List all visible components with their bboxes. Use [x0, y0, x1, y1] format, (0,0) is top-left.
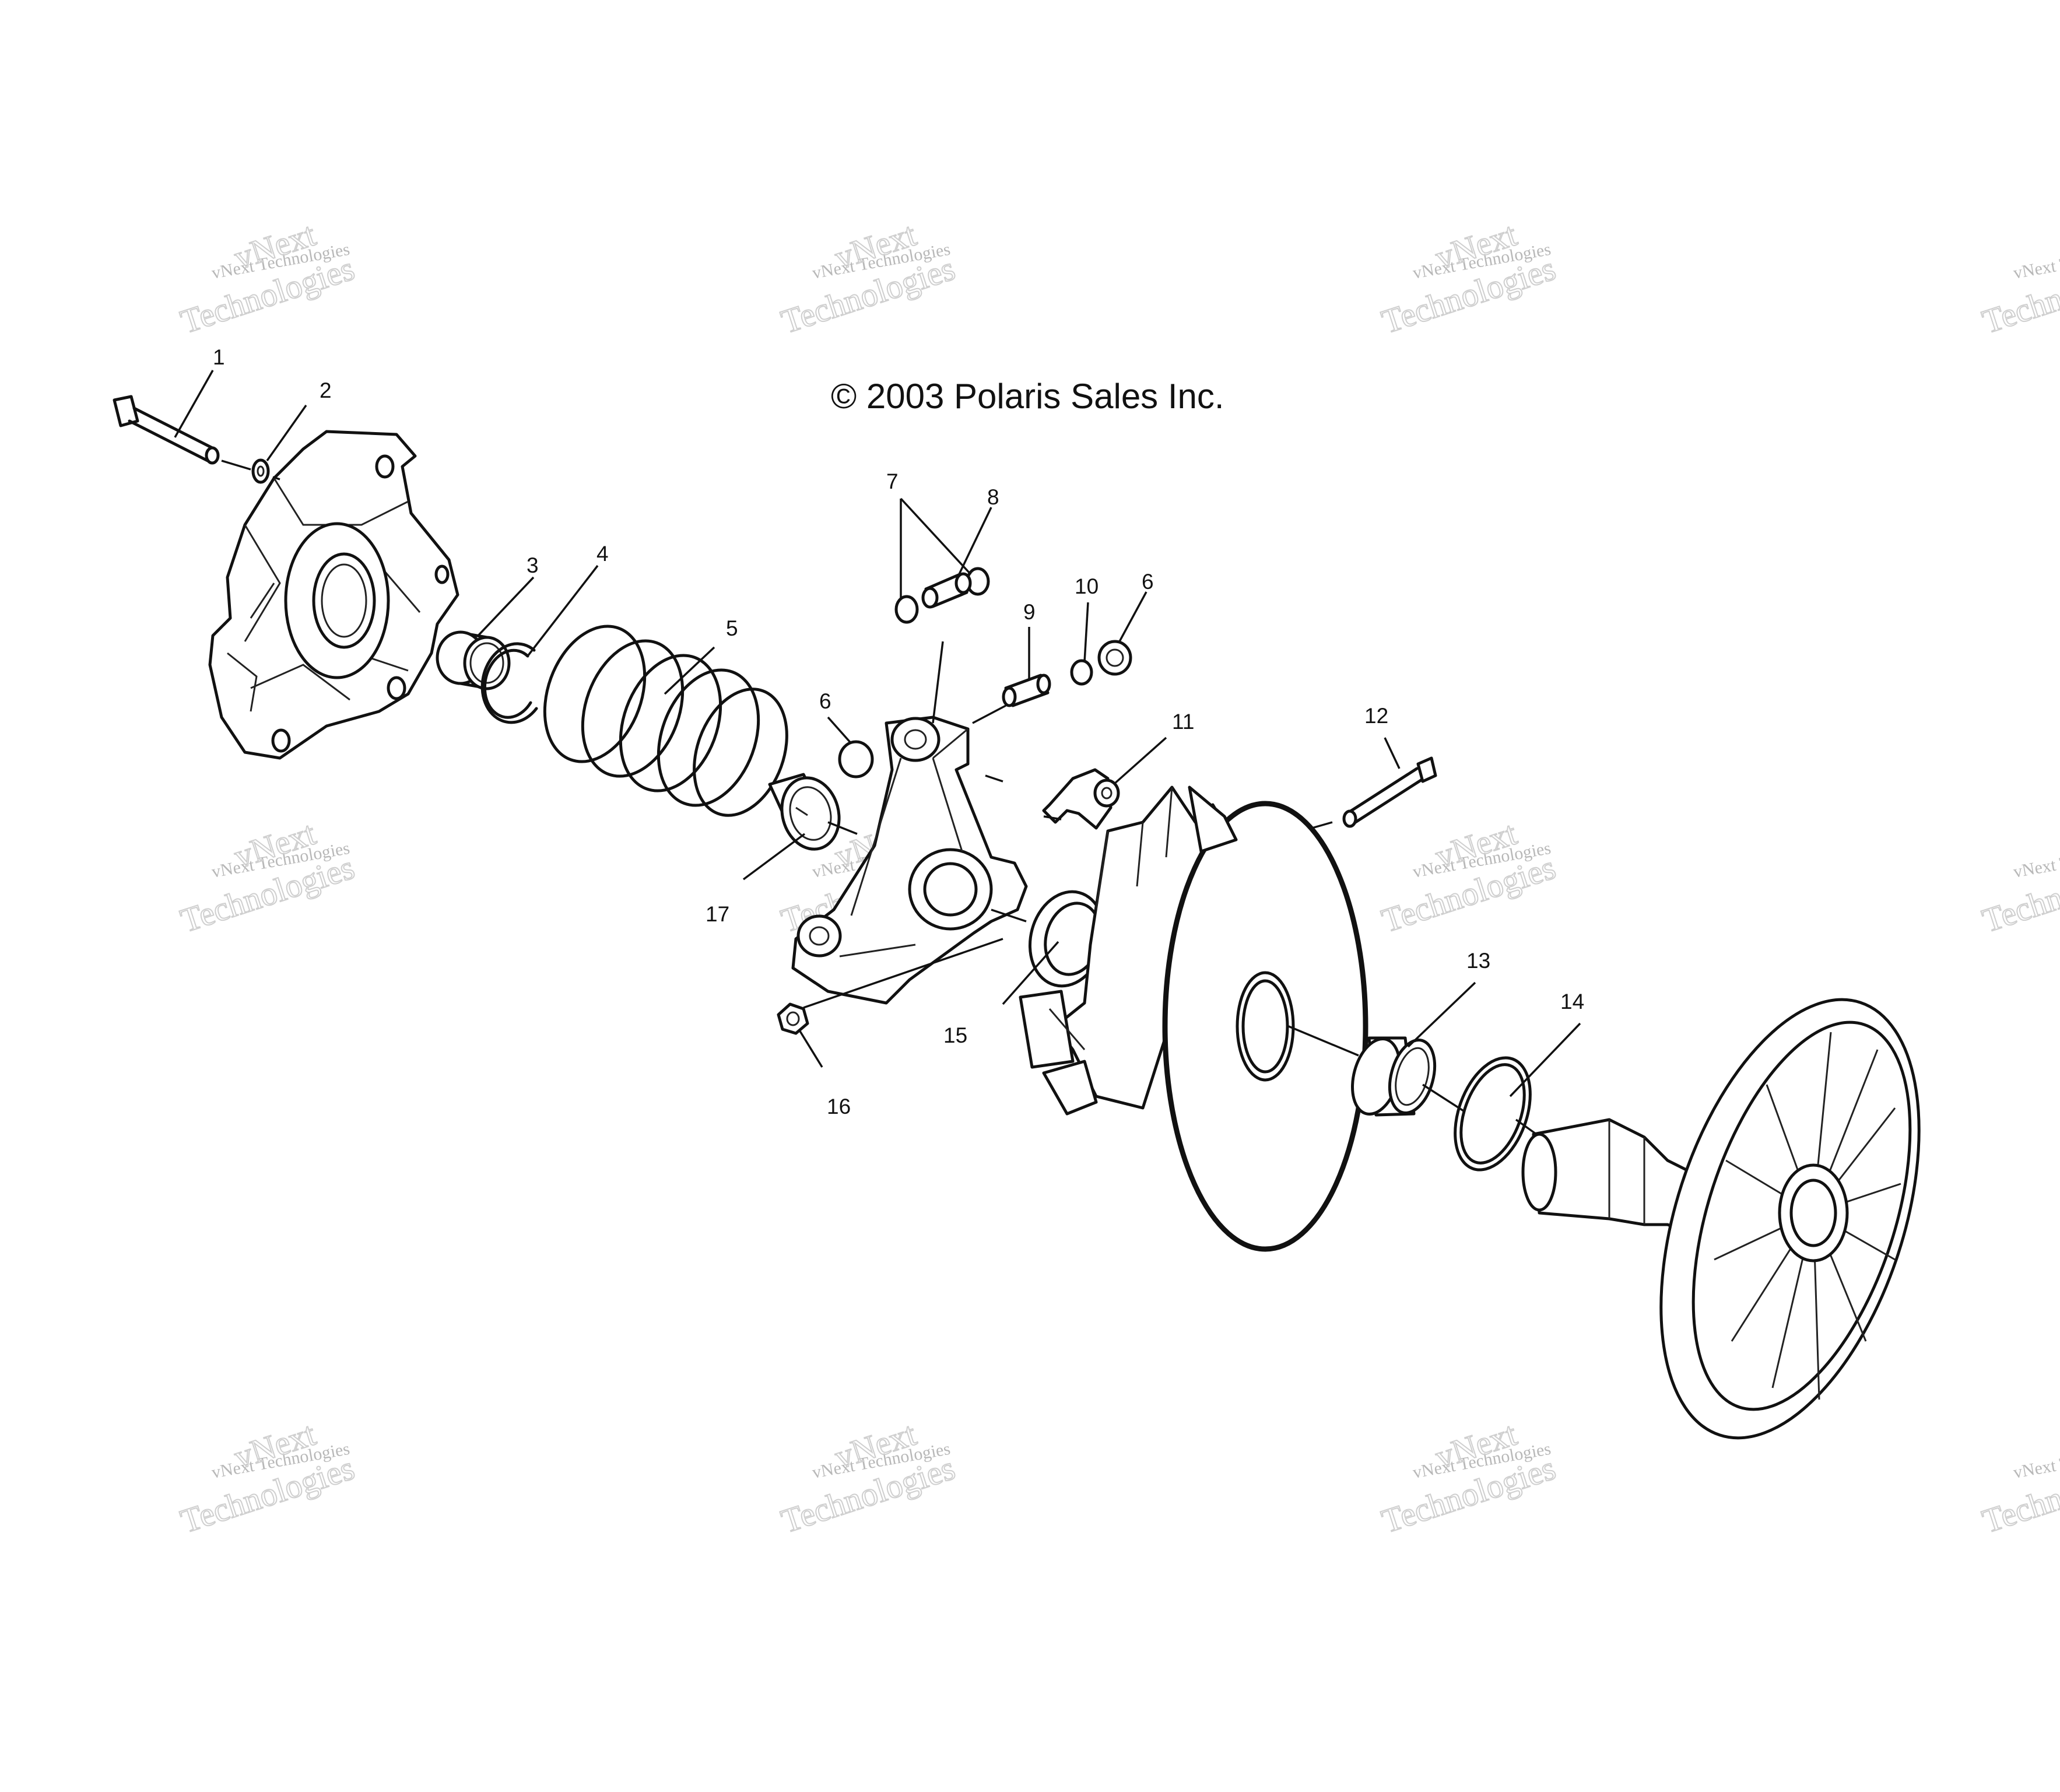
part-8-pin — [921, 572, 972, 609]
watermark-2: vNext Technologies vNext Technologies — [776, 215, 960, 342]
callout-9: 9 — [1023, 600, 1036, 624]
callout-14: 14 — [1560, 990, 1584, 1014]
callout-labels: 1 2 3 4 5 6 6 7 8 9 10 11 12 13 14 15 16… — [213, 345, 1584, 1118]
callout-3: 3 — [527, 553, 539, 577]
part-14-ring — [1454, 1056, 1532, 1172]
fixed-sheave — [1521, 998, 1921, 1440]
callout-5: 5 — [726, 616, 738, 640]
part-5-spring — [543, 625, 788, 817]
part-6-roller-right — [1097, 640, 1132, 676]
callout-8: 8 — [987, 485, 999, 509]
callout-6-right: 6 — [1142, 570, 1154, 594]
watermark-1: vNext Technologies vNext Technologies — [176, 215, 359, 342]
callout-12: 12 — [1364, 704, 1388, 728]
part-17-cam — [768, 773, 841, 851]
callout-2: 2 — [320, 378, 332, 402]
callout-11: 11 — [1172, 710, 1194, 734]
part-10-washer — [1070, 659, 1093, 686]
part-3-bushing — [436, 630, 511, 690]
callout-13: 13 — [1466, 949, 1490, 973]
watermark-6: vNext Technologies vNext Technologies — [1377, 813, 1560, 941]
watermark-edge-2-line1: vNext Technologies — [2012, 839, 2060, 882]
part-16-nut — [777, 1002, 809, 1035]
callout-15: 15 — [943, 1023, 967, 1047]
watermark-edge-2: vNext Technologies Technologies — [1977, 839, 2060, 941]
copyright-text: © 2003 Polaris Sales Inc. — [831, 377, 1224, 416]
callout-10: 10 — [1075, 574, 1099, 598]
leader-lines — [174, 370, 1581, 1135]
callout-7: 7 — [886, 469, 899, 493]
part-6-roller-left — [838, 740, 874, 778]
spider-assembly — [791, 716, 1028, 1005]
watermark-edge-3-line1: vNext Technologies — [2012, 1439, 2060, 1482]
part-13-bushing — [1351, 1036, 1437, 1117]
watermark-edge-3: vNext Technologies Technologies — [1977, 1439, 2060, 1541]
part-11-weight — [1042, 768, 1120, 830]
watermark-3: vNext Technologies vNext Technologies — [1377, 215, 1560, 342]
cover-plate — [208, 430, 459, 760]
moveable-sheave — [1019, 785, 1368, 1252]
watermark-edge-1-line1: vNext Technologies — [2012, 240, 2060, 283]
watermark-4: vNext Technologies vNext Technologies — [176, 813, 359, 941]
callout-4: 4 — [596, 542, 609, 566]
watermark-9: vNext Technologies vNext Technologies — [1377, 1414, 1560, 1541]
part-4-retaining-ring — [480, 642, 538, 724]
part-12-bolt — [1342, 756, 1437, 828]
part-1-bolt — [113, 395, 220, 465]
watermark-edge-1: vNext Technologies Technologies — [1977, 240, 2060, 342]
callout-16: 16 — [827, 1095, 851, 1118]
callout-17: 17 — [706, 902, 729, 926]
part-9-pin — [1002, 674, 1051, 707]
watermark-8: vNext Technologies vNext Technologies — [776, 1414, 960, 1541]
watermark-7: vNext Technologies vNext Technologies — [176, 1414, 359, 1541]
callout-6-left: 6 — [819, 689, 831, 713]
part-2-washer — [251, 458, 270, 484]
callout-1: 1 — [213, 345, 225, 369]
